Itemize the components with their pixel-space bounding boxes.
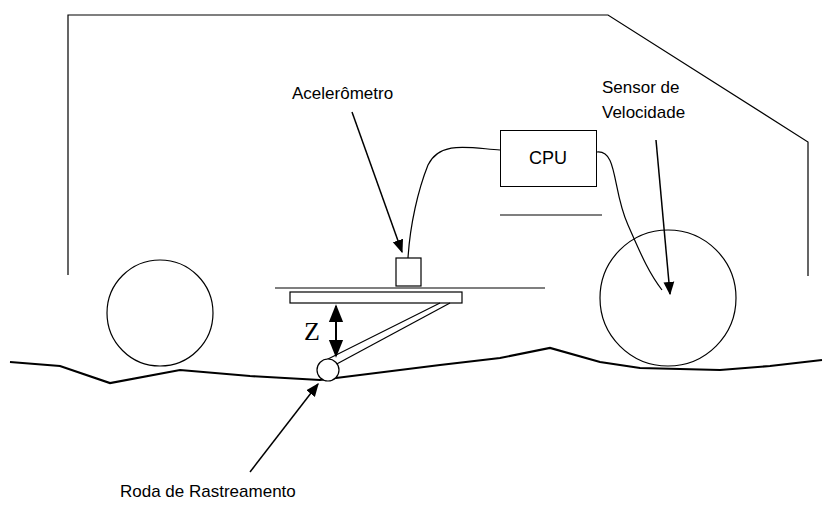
tracking-arm — [326, 303, 440, 360]
front-wheel — [600, 230, 736, 366]
tracking-arm — [333, 303, 450, 366]
leader-line — [352, 112, 402, 252]
tracking-wheel — [317, 359, 339, 381]
part-label: Acelerômetro — [292, 82, 393, 107]
cpu-box: CPU — [500, 130, 597, 187]
z-dimension-arrow — [335, 306, 337, 356]
dimension-label: Z — [304, 318, 320, 347]
accelerometer-box — [396, 258, 421, 286]
part-label: Roda de Rastreamento — [120, 480, 296, 505]
part-label: Sensor de Velocidade — [602, 76, 714, 125]
leader-line — [250, 384, 318, 472]
leader-line — [656, 140, 670, 294]
rear-wheel — [107, 260, 213, 366]
platform-plate — [290, 292, 462, 303]
accelerometer-wire — [408, 147, 500, 258]
cpu-label: CPU — [529, 148, 567, 169]
cpu-shelf — [500, 214, 602, 215]
platform-line — [275, 287, 545, 288]
speed-sensor-wire — [597, 152, 662, 290]
road-surface — [10, 348, 822, 383]
